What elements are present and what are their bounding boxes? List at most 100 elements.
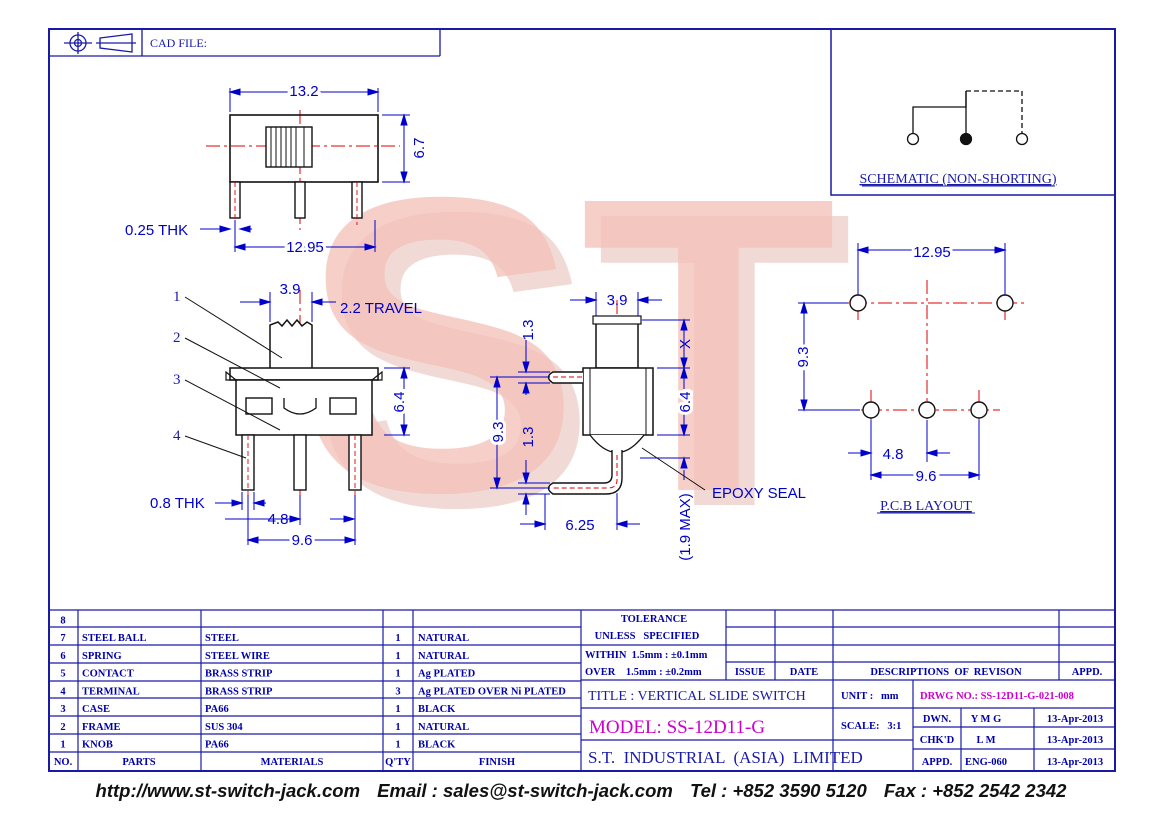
tolerance-label: TOLERANCE — [621, 614, 687, 625]
pcb-pitch-dim: 4.8 — [883, 446, 904, 463]
epoxy-seal-label: EPOXY SEAL — [712, 485, 806, 502]
pin-thk-label: 0.8 THK — [150, 495, 205, 512]
signoff-role: DWN. — [923, 714, 952, 725]
pcb-span-dim: 12.95 — [913, 244, 951, 261]
parts-cell-no: 1 — [60, 740, 65, 751]
model-number: MODEL: SS-12D11-G — [589, 717, 765, 738]
parts-cell-part: TERMINAL — [82, 686, 140, 697]
side-dim-1-3-top: 1.3 — [520, 320, 537, 341]
parts-cell-part: CONTACT — [82, 669, 134, 680]
parts-cell-no: 7 — [60, 633, 65, 644]
issue-header: ISSUE — [735, 667, 765, 678]
parts-cell-part: KNOB — [82, 740, 113, 751]
parts-cell-material: BRASS STRIP — [205, 686, 273, 697]
parts-cell-no: 4 — [60, 686, 66, 697]
parts-cell-qty: 1 — [395, 633, 400, 644]
pcb-hole — [862, 401, 880, 419]
parts-cell-material: PA66 — [205, 740, 229, 751]
descriptions-header: DESCRIPTIONS OF REVISON — [870, 667, 1022, 678]
side-dim-x: X — [677, 339, 694, 349]
signoff-name: ENG-060 — [965, 757, 1007, 768]
col-header-no: NO. — [54, 757, 73, 768]
outer-border — [48, 28, 1116, 772]
parts-cell-qty: 1 — [395, 740, 400, 751]
body-height-dim: 6.4 — [391, 392, 408, 413]
unit-label: UNIT : mm — [841, 691, 899, 702]
projection-symbol-icon — [64, 32, 136, 54]
parts-cell-qty: 1 — [395, 704, 400, 715]
phone-text: Tel : +852 3590 5120 — [689, 780, 867, 801]
pcb-hole — [849, 294, 867, 312]
top-view: 13.2 6.7 0.25 THK 12.95 — [125, 80, 428, 259]
email-text[interactable]: Email : sales@st-switch-jack.com — [377, 780, 673, 801]
parts-cell-material: PA66 — [205, 704, 229, 715]
parts-cell-no: 6 — [60, 651, 65, 662]
company-name: S.T. INDUSTRIAL (ASIA) LIMITED — [588, 748, 863, 767]
col-header-finish: FINISH — [479, 757, 515, 768]
signoff-role: CHK'D — [920, 735, 955, 746]
parts-cell-finish: BLACK — [418, 740, 456, 751]
drawing-title: TITLE : VERTICAL SLIDE SWITCH — [588, 689, 806, 704]
parts-cell-material: BRASS STRIP — [205, 669, 273, 680]
top-thk-label: 0.25 THK — [125, 222, 188, 239]
scale-label: SCALE: 3:1 — [841, 721, 901, 732]
callout-4: 4 — [173, 428, 181, 444]
parts-cell-finish: Ag PLATED OVER Ni PLATED — [418, 686, 566, 697]
title-block: TOLERANCE UNLESS SPECIFIED WITHIN 1.5mm … — [581, 610, 1115, 771]
front-span-dim: 9.6 — [292, 532, 313, 549]
website-link[interactable]: http://www.st-switch-jack.com — [95, 780, 361, 801]
callout-2: 2 — [173, 330, 181, 346]
pcb-hole — [970, 401, 988, 419]
top-pin-span-dim: 12.95 — [286, 239, 324, 256]
parts-cell-material: STEEL WIRE — [205, 651, 270, 662]
front-pitch-dim: 4.8 — [268, 511, 289, 528]
watermark-shadow: ST — [316, 126, 853, 595]
cad-file-label: CAD FILE: — [150, 36, 207, 50]
parts-cell-qty: 1 — [395, 669, 400, 680]
parts-cell-no: 2 — [60, 722, 65, 733]
drawing-number: DRWG NO.: SS-12D11-G-021-008 — [920, 691, 1074, 702]
parts-cell-material: SUS 304 — [205, 722, 243, 733]
tolerance-sub-label: UNLESS SPECIFIED — [595, 631, 700, 642]
schematic-symbol-icon — [906, 90, 1029, 146]
parts-cell-part: CASE — [82, 704, 110, 715]
parts-cell-finish: NATURAL — [418, 651, 469, 662]
pcb-hole — [996, 294, 1014, 312]
top-width-dim: 13.2 — [289, 83, 318, 100]
st-watermark: ST ST — [300, 111, 853, 595]
signoff-role: APPD. — [922, 757, 953, 768]
front-view: 1 2 3 4 3.9 2.2 TRAVEL 6.4 0.8 THK 4.8 9… — [150, 281, 422, 552]
signoff-date: 13-Apr-2013 — [1047, 735, 1103, 746]
date-header: DATE — [790, 667, 818, 678]
parts-cell-material: STEEL — [205, 633, 239, 644]
callout-1: 1 — [173, 289, 181, 305]
pcb-bottom-span-dim: 9.6 — [916, 468, 937, 485]
parts-cell-part: FRAME — [82, 722, 121, 733]
cad-header: CAD FILE: — [49, 29, 441, 57]
side-view: 3.9 1.3 X 6.4 9.3 1.3 (1.9 MAX) 6.25 EPO… — [487, 292, 806, 561]
parts-cell-qty: 1 — [395, 722, 400, 733]
signoff-name: Y M G — [971, 714, 1002, 725]
side-dim-1-9-max: (1.9 MAX) — [677, 493, 694, 561]
knob-width-dim: 3.9 — [280, 281, 301, 298]
pcb-height-dim: 9.3 — [795, 347, 812, 368]
parts-cell-part: SPRING — [82, 651, 122, 662]
contact-footer: http://www.st-switch-jack.com Email : sa… — [0, 780, 1162, 802]
parts-cell-qty: 3 — [395, 686, 400, 697]
parts-cell-finish: NATURAL — [418, 722, 469, 733]
parts-cell-finish: Ag PLATED — [418, 669, 476, 680]
parts-cell-qty: 1 — [395, 651, 400, 662]
schematic-label: SCHEMATIC (NON-SHORTING) — [859, 172, 1056, 187]
parts-cell-part: STEEL BALL — [82, 633, 147, 644]
side-dim-6-4: 6.4 — [677, 392, 694, 413]
pcb-hole — [918, 401, 936, 419]
side-dim-6-25: 6.25 — [565, 517, 594, 534]
signoff-name: L M — [977, 735, 996, 746]
pcb-layout: 12.95 9.3 4.8 9.6 P.C.B LAYOUT — [792, 241, 1025, 514]
callout-3: 3 — [173, 372, 181, 388]
col-header-qty: Q'TY — [385, 757, 411, 768]
side-knob-dim: 3.9 — [607, 292, 628, 309]
fax-text: Fax : +852 2542 2342 — [883, 780, 1067, 801]
